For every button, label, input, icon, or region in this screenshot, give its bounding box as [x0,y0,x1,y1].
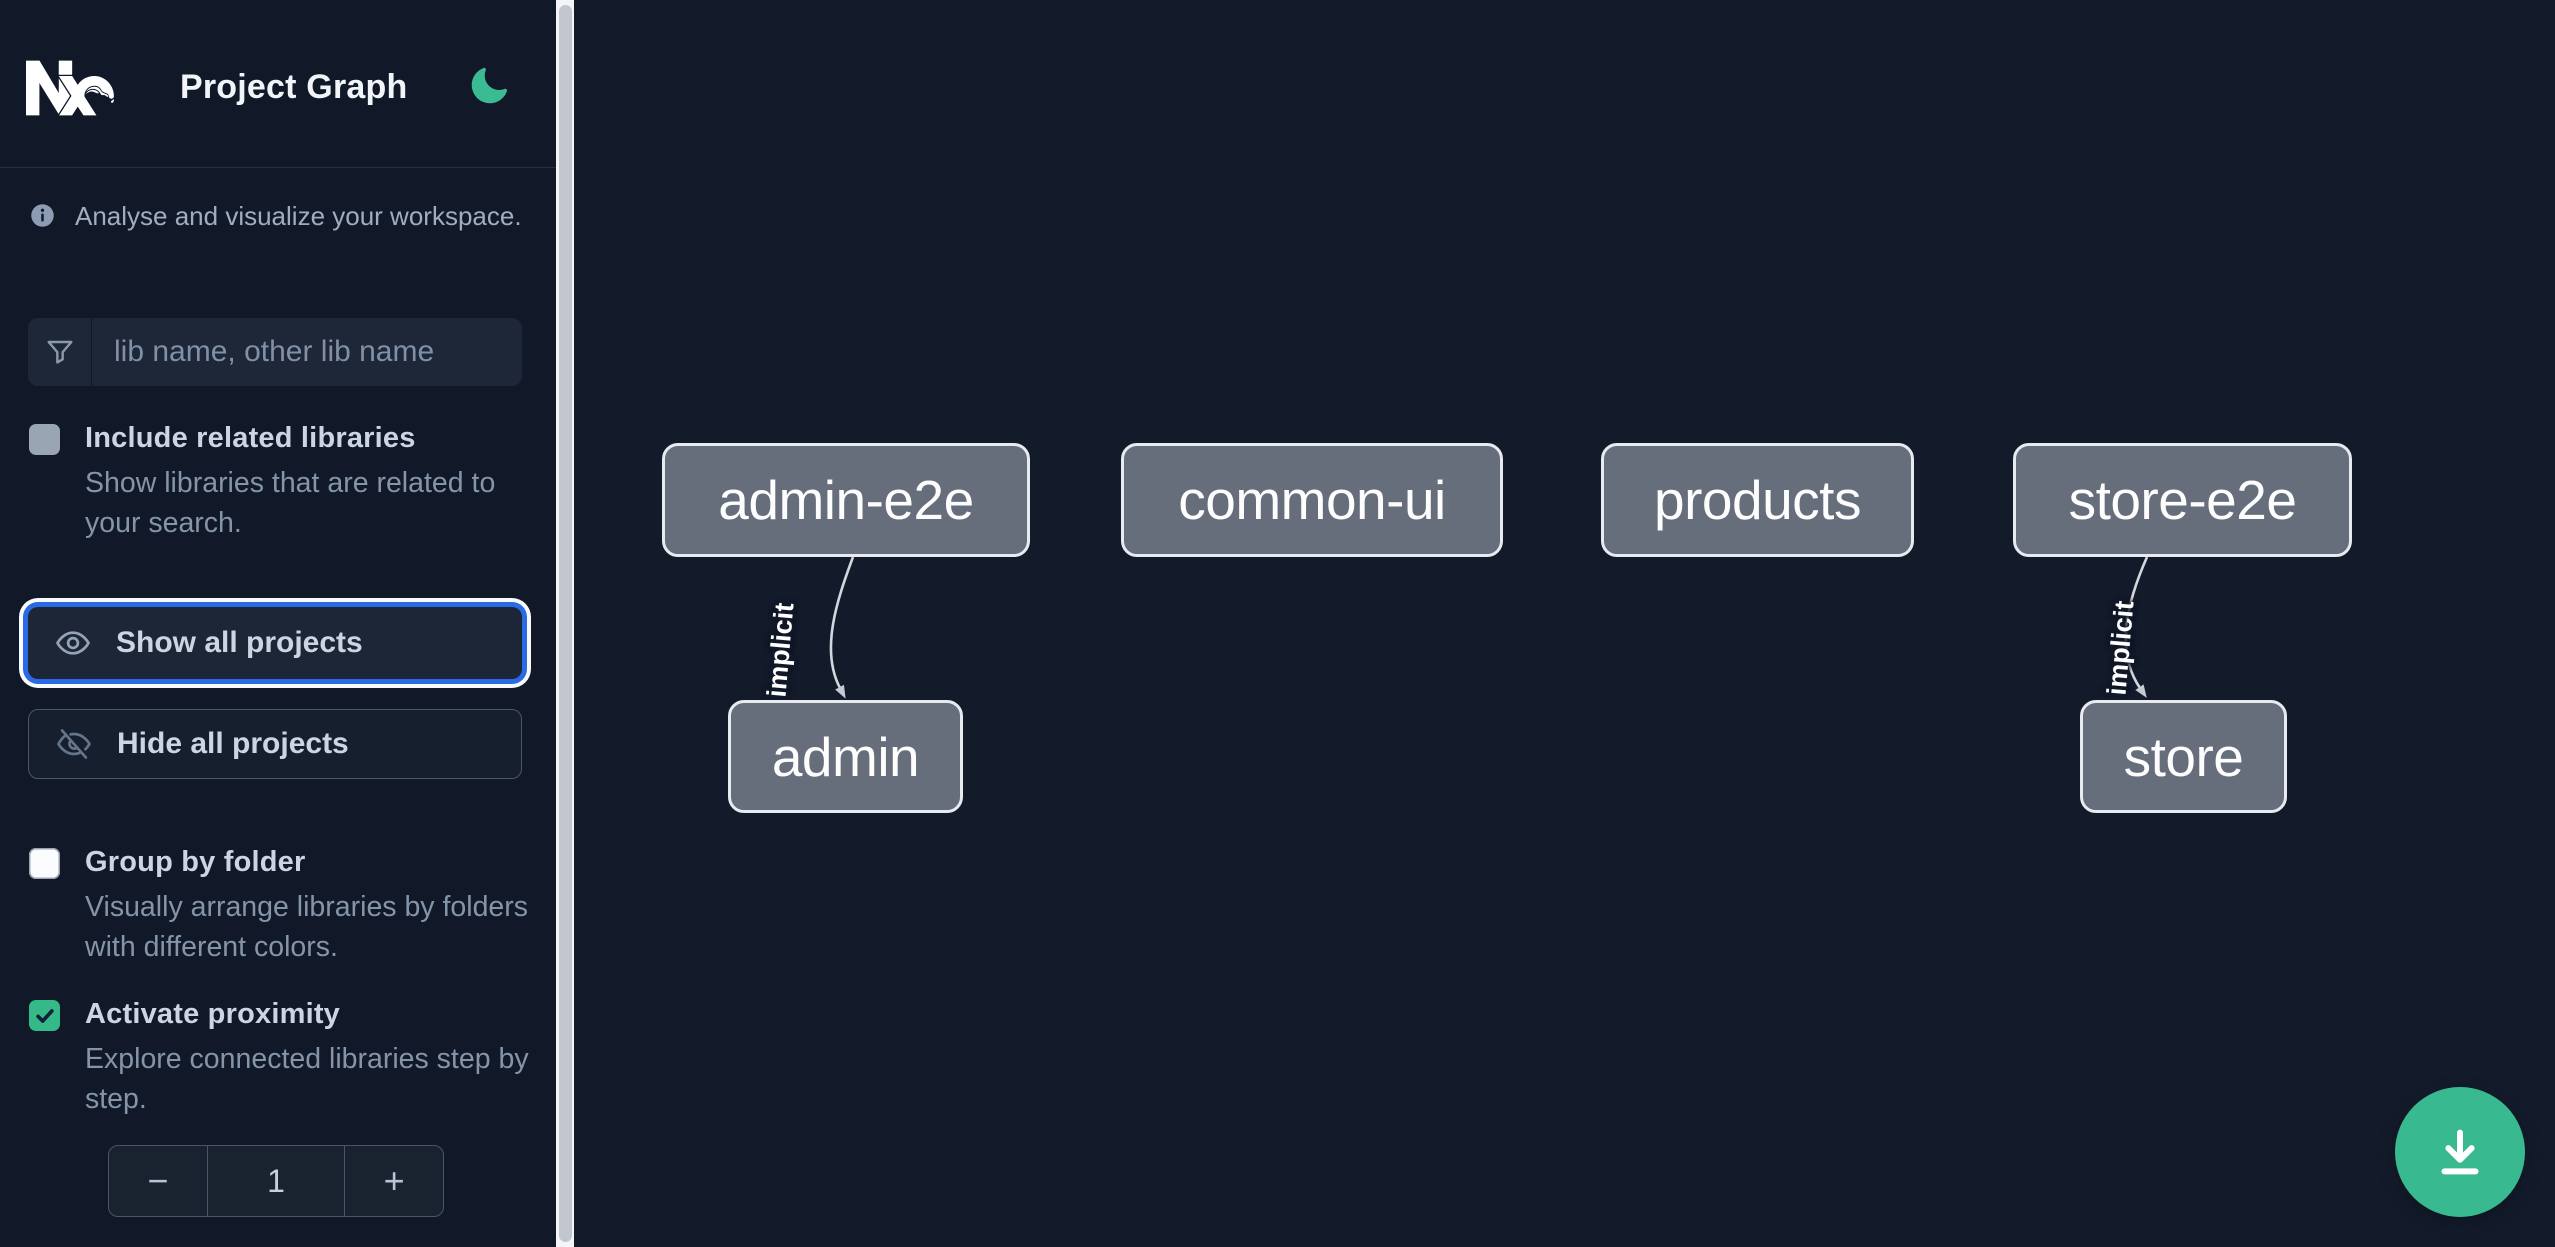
include-related-checkbox[interactable] [29,424,60,455]
graph-node-store[interactable]: store [2080,700,2287,813]
stepper-value: 1 [206,1146,346,1216]
filter-icon-cell [28,318,92,386]
activate-proximity-label[interactable]: Activate proximity [85,998,341,1030]
include-related-label[interactable]: Include related libraries [85,422,416,454]
sidebar-header: Project Graph [0,0,556,168]
nx-logo-icon [26,60,115,116]
show-all-projects-button[interactable]: Show all projects [28,607,522,679]
graph-node-common-ui[interactable]: common-ui [1121,443,1503,557]
group-by-folder-checkbox[interactable] [29,848,60,879]
group-by-folder-description: Visually arrange libraries by folders wi… [85,891,529,963]
graph-node-admin[interactable]: admin [728,700,963,813]
page-title: Project Graph [180,68,408,106]
activate-proximity-description: Explore connected libraries step by step… [85,1043,529,1115]
increment-button[interactable]: + [345,1146,443,1216]
info-icon [31,204,54,227]
check-icon [35,1008,54,1023]
download-icon [2441,1129,2479,1175]
workspace-intro: Analyse and visualize your workspace. [29,200,529,232]
hide-all-projects-label: Hide all projects [117,727,349,760]
moon-icon [471,67,508,103]
project-graph-canvas[interactable]: implicit implicit admin-e2e common-ui pr… [574,0,2555,1247]
graph-node-products[interactable]: products [1601,443,1914,557]
download-graph-button[interactable] [2395,1087,2525,1217]
graph-node-store-e2e[interactable]: store-e2e [2013,443,2352,557]
eye-icon [56,631,90,655]
theme-toggle-button[interactable] [462,62,514,114]
proximity-depth-stepper: − 1 + [108,1145,444,1217]
funnel-icon [46,340,73,364]
edge-store-e2e-store [2124,556,2149,698]
edge-admin-e2e-admin [829,556,855,699]
activate-proximity-checkbox[interactable] [29,1000,60,1031]
intro-text: Analyse and visualize your workspace. [75,201,522,231]
filter-input-group [28,318,522,386]
graph-edges [829,556,2149,699]
include-related-description: Show libraries that are related to your … [85,467,496,539]
hide-all-projects-button[interactable]: Hide all projects [28,709,522,779]
decrement-button[interactable]: − [109,1146,207,1216]
eye-slash-icon [57,729,91,759]
graph-node-admin-e2e[interactable]: admin-e2e [662,443,1030,557]
sidebar: Project Graph Analyse and visualize your… [0,0,556,1247]
sidebar-scrollbar-track [556,0,574,1247]
sidebar-scrollbar-thumb[interactable] [558,5,572,1242]
group-by-folder-label[interactable]: Group by folder [85,846,306,878]
search-input[interactable] [92,318,522,386]
show-all-projects-label: Show all projects [116,626,363,659]
